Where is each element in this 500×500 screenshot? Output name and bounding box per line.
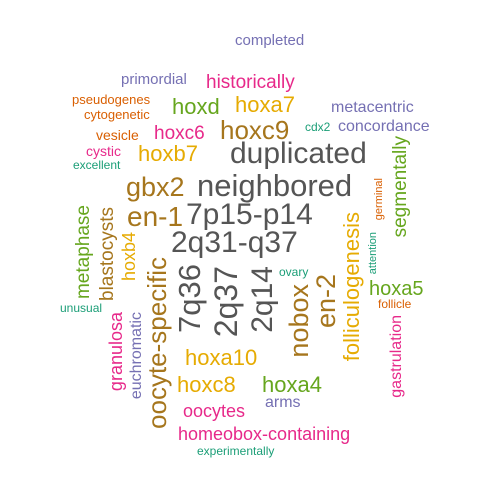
- word-hoxa4: hoxa4: [262, 372, 322, 397]
- word-oocyte-specific: oocyte-specific: [142, 257, 172, 429]
- word-historically: historically: [206, 72, 295, 93]
- word-2q37: 2q37: [208, 266, 244, 338]
- word-en-1: en-1: [127, 201, 184, 232]
- word-cdx2: cdx2: [305, 120, 331, 134]
- word-attention: attention: [367, 232, 379, 275]
- word-homeobox-containing: homeobox-containing: [178, 424, 351, 444]
- word-blastocysts: blastocysts: [97, 207, 118, 301]
- word-hoxa7: hoxa7: [235, 92, 295, 117]
- word-oocytes: oocytes: [183, 401, 246, 421]
- word-arms: arms: [265, 394, 301, 411]
- word-segmentally: segmentally: [390, 136, 411, 238]
- word-excellent: excellent: [73, 158, 121, 172]
- word-7q36: 7q36: [172, 264, 207, 333]
- word-completed: completed: [235, 32, 305, 49]
- word-granulosa: granulosa: [106, 312, 126, 392]
- word-concordance: concordance: [338, 118, 430, 135]
- word-hoxb4: hoxb4: [119, 232, 139, 282]
- word-gastrulation: gastrulation: [388, 315, 405, 398]
- word-gbx2: gbx2: [126, 172, 185, 202]
- word-en-2: en-2: [311, 274, 341, 329]
- word-neighbored: neighbored: [197, 168, 353, 203]
- word-primordial: primordial: [121, 71, 187, 88]
- word-2q31-q37: 2q31-q37: [171, 226, 298, 259]
- word-7p15-p14: 7p15-p14: [186, 198, 313, 231]
- word-2q14: 2q14: [246, 266, 279, 333]
- word-euchromatic: euchromatic: [128, 312, 145, 400]
- word-hoxd: hoxd: [172, 94, 220, 119]
- word-ovary: ovary: [279, 265, 309, 279]
- word-vesicle: vesicle: [96, 127, 139, 143]
- word-cytogenetic: cytogenetic: [84, 107, 150, 122]
- word-duplicated: duplicated: [230, 137, 367, 170]
- word-metacentric: metacentric: [331, 99, 414, 116]
- word-germinal: germinal: [373, 178, 385, 221]
- word-nobox: nobox: [284, 284, 314, 358]
- word-hoxb7: hoxb7: [138, 141, 198, 166]
- word-follicle: follicle: [378, 297, 412, 311]
- word-hoxa5: hoxa5: [369, 278, 424, 300]
- word-folliculogenesis: folliculogenesis: [339, 212, 364, 362]
- word-hoxc8: hoxc8: [177, 372, 236, 397]
- word-hoxc6: hoxc6: [154, 123, 205, 144]
- word-pseudogenes: pseudogenes: [72, 92, 151, 107]
- word-unusual: unusual: [60, 301, 103, 315]
- word-metaphase: metaphase: [73, 205, 94, 300]
- word-experimentally: experimentally: [197, 444, 275, 458]
- word-hoxa10: hoxa10: [185, 345, 258, 370]
- word-cystic: cystic: [86, 143, 121, 159]
- word-hoxc9: hoxc9: [220, 115, 290, 145]
